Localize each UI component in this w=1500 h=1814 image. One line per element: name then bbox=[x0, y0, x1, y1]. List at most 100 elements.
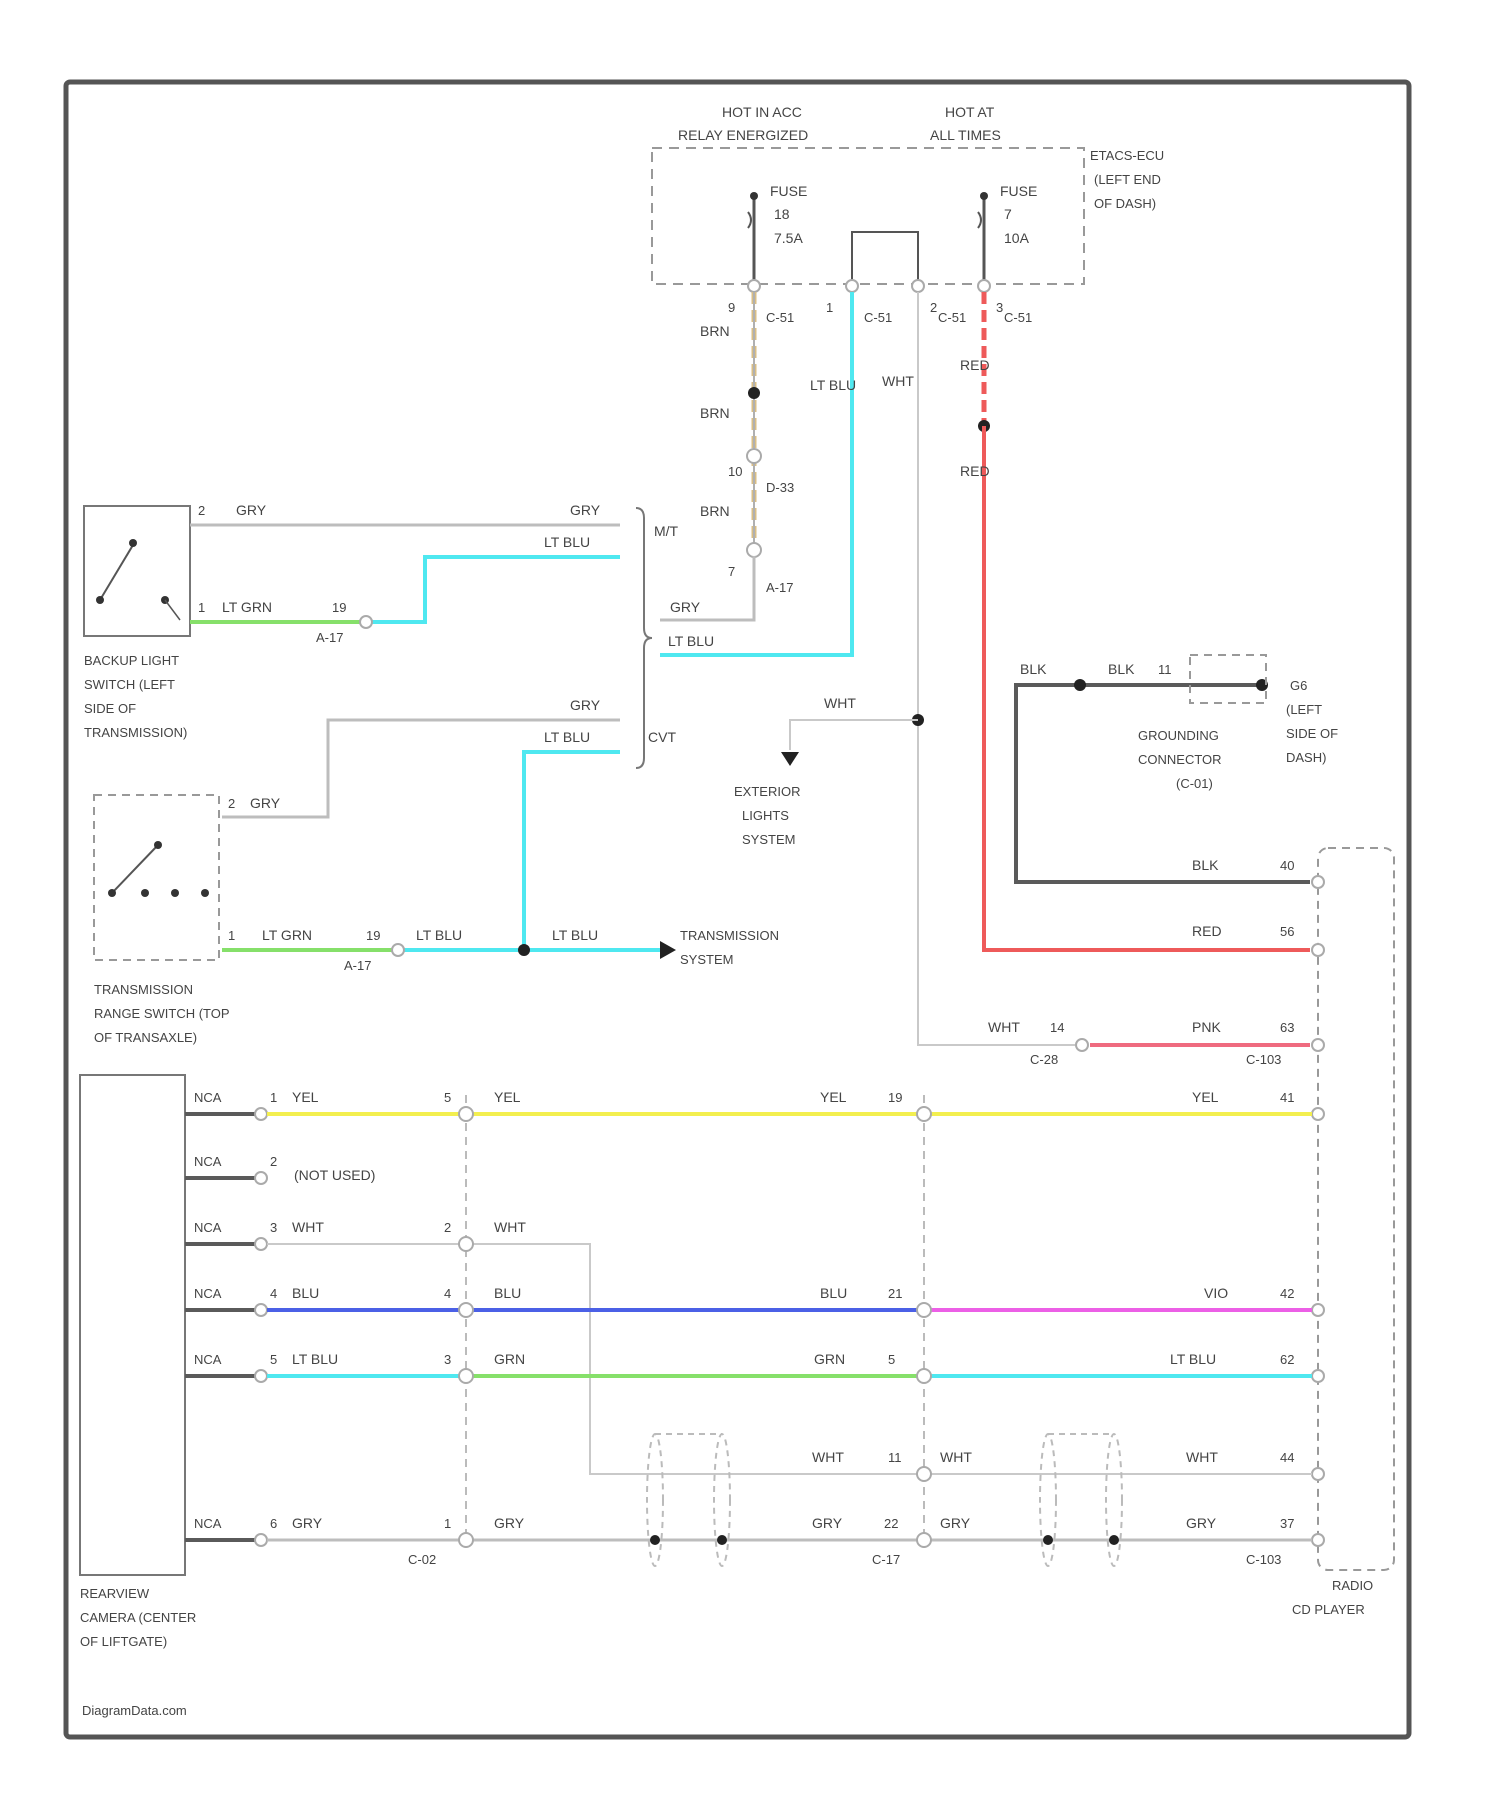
brn-connector bbox=[747, 543, 761, 557]
fuse-a-number: 18 bbox=[774, 206, 790, 222]
backup-label-4: TRANSMISSION) bbox=[84, 725, 187, 740]
radio-pin bbox=[1312, 1108, 1324, 1120]
pin-label: 1 bbox=[444, 1516, 451, 1531]
yel-label: YEL bbox=[494, 1089, 521, 1105]
trs-label-2: RANGE SWITCH (TOP bbox=[94, 1006, 230, 1021]
gry-label: GRY bbox=[812, 1515, 843, 1531]
ltblu-label: LT BLU bbox=[552, 927, 598, 943]
gnd-label-2: CONNECTOR bbox=[1138, 752, 1222, 767]
ltblu-label: LT BLU bbox=[810, 377, 856, 393]
wht-label: WHT bbox=[882, 373, 914, 389]
fuse-b-label: FUSE bbox=[1000, 183, 1037, 199]
pin-label: 14 bbox=[1050, 1020, 1064, 1035]
camera-label-1: REARVIEW bbox=[80, 1586, 150, 1601]
connector-label: C-51 bbox=[1004, 310, 1032, 325]
pin-label: 7 bbox=[728, 564, 735, 579]
wht-label: WHT bbox=[812, 1449, 844, 1465]
wire-blk bbox=[1016, 685, 1310, 882]
switch-contact bbox=[96, 596, 104, 604]
pin-label: 3 bbox=[444, 1352, 451, 1367]
gry-label: GRY bbox=[236, 502, 267, 518]
backup-label-3: SIDE OF bbox=[84, 701, 136, 716]
pin-label: 56 bbox=[1280, 924, 1294, 939]
connector-label: C-51 bbox=[864, 310, 892, 325]
yel-label: YEL bbox=[820, 1089, 847, 1105]
camera-label-2: CAMERA (CENTER bbox=[80, 1610, 196, 1625]
etacs-label-2: (LEFT END bbox=[1094, 172, 1161, 187]
backup-label-1: BACKUP LIGHT bbox=[84, 653, 179, 668]
radio-label-1: RADIO bbox=[1332, 1578, 1373, 1593]
camera-pin-circles bbox=[255, 1108, 267, 1546]
radio-pin bbox=[1312, 876, 1324, 888]
pin-label: 40 bbox=[1280, 858, 1294, 873]
fuse-b-rating: 10A bbox=[1004, 230, 1030, 246]
trs-contact bbox=[141, 889, 149, 897]
fuse-a-symbol bbox=[748, 212, 751, 228]
gry-label: GRY bbox=[292, 1515, 323, 1531]
red-label: RED bbox=[960, 463, 990, 479]
trs-label-1: TRANSMISSION bbox=[94, 982, 193, 997]
nca-label: NCA bbox=[194, 1352, 222, 1367]
pin-label: 11 bbox=[888, 1450, 902, 1465]
blu-label: BLU bbox=[494, 1285, 521, 1301]
trs-contact bbox=[171, 889, 179, 897]
pin-label: 63 bbox=[1280, 1020, 1294, 1035]
ltblu-label: LT BLU bbox=[668, 633, 714, 649]
g-label-1: G6 bbox=[1290, 678, 1307, 693]
wht-label: WHT bbox=[494, 1219, 526, 1235]
g-label-2: (LEFT bbox=[1286, 702, 1322, 717]
ltgrn-label: LT GRN bbox=[222, 599, 272, 615]
camera-pin-stubs bbox=[185, 1114, 255, 1540]
connector-label: C-28 bbox=[1030, 1052, 1058, 1067]
ltblu-splice bbox=[518, 944, 530, 956]
diagram-frame bbox=[66, 82, 1409, 1737]
wht-label: WHT bbox=[940, 1449, 972, 1465]
etacs-label-1: ETACS-ECU bbox=[1090, 148, 1164, 163]
switch-lead bbox=[165, 600, 180, 620]
etacs-ecu-box bbox=[652, 148, 1084, 284]
trans-system-label-2: SYSTEM bbox=[680, 952, 733, 967]
switch-contact bbox=[129, 539, 137, 547]
radio-pin bbox=[1312, 1534, 1324, 1546]
red-label: RED bbox=[1192, 923, 1222, 939]
connector-pin bbox=[360, 616, 372, 628]
ecu-pin bbox=[846, 280, 858, 292]
pin-label: 42 bbox=[1280, 1286, 1294, 1301]
pin-label: 2 bbox=[270, 1154, 277, 1169]
nca-label: NCA bbox=[194, 1286, 222, 1301]
pin-label: 4 bbox=[444, 1286, 451, 1301]
pin-label: 5 bbox=[270, 1352, 277, 1367]
switch-arm bbox=[100, 545, 133, 600]
mt-label: M/T bbox=[654, 523, 679, 539]
trs-contact bbox=[108, 889, 116, 897]
connector-label: A-17 bbox=[344, 958, 371, 973]
blu-label: BLU bbox=[292, 1285, 319, 1301]
pin-label: 9 bbox=[728, 300, 735, 315]
pin-label: 62 bbox=[1280, 1352, 1294, 1367]
gry-label: GRY bbox=[570, 502, 601, 518]
pin-label: 44 bbox=[1280, 1450, 1294, 1465]
pin-label: 21 bbox=[888, 1286, 902, 1301]
wire-ltblu-cvt bbox=[524, 752, 620, 950]
blk-label: BLK bbox=[1192, 857, 1219, 873]
ltblu-label: LT BLU bbox=[1170, 1351, 1216, 1367]
gry-label: GRY bbox=[1186, 1515, 1217, 1531]
backup-light-switch bbox=[84, 506, 190, 636]
ltblu-label: LT BLU bbox=[544, 534, 590, 550]
camera-label-3: OF LIFTGATE) bbox=[80, 1634, 167, 1649]
wht-label: WHT bbox=[292, 1219, 324, 1235]
pin-label: 6 bbox=[270, 1516, 277, 1531]
ltblu-label: LT BLU bbox=[416, 927, 462, 943]
etacs-label-3: OF DASH) bbox=[1094, 196, 1156, 211]
trans-system-arrow bbox=[660, 941, 676, 959]
brn-label: BRN bbox=[700, 405, 730, 421]
connector-label: C-51 bbox=[766, 310, 794, 325]
brn-label: BRN bbox=[700, 323, 730, 339]
gry-label: GRY bbox=[670, 599, 701, 615]
gry-label: GRY bbox=[940, 1515, 971, 1531]
pin-label: 1 bbox=[826, 300, 833, 315]
radio-pin bbox=[1312, 1468, 1324, 1480]
wht-label: WHT bbox=[824, 695, 856, 711]
trans-system-label-1: TRANSMISSION bbox=[680, 928, 779, 943]
